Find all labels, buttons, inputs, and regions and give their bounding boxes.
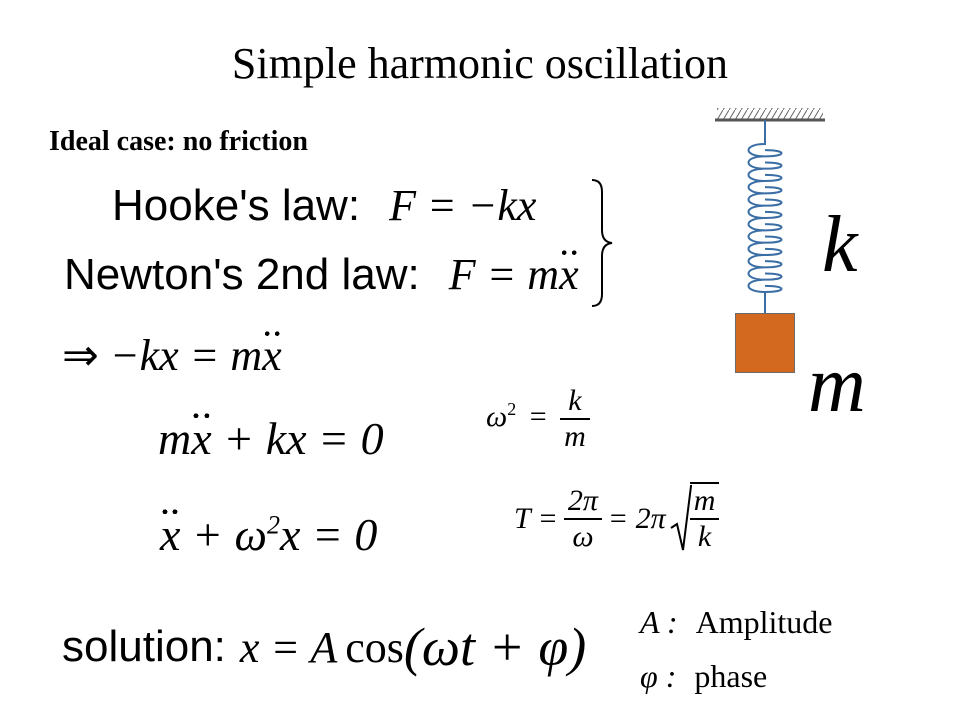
x-double-dot: x	[559, 250, 579, 299]
implication-equation: ⇒ −kx = mx	[62, 330, 282, 381]
omega-num: k	[568, 384, 582, 417]
omega-den: m	[564, 420, 586, 453]
implication-expr: −kx = m	[98, 331, 263, 380]
eq1-rest: + kx = 0	[211, 413, 384, 464]
mass-block	[735, 313, 795, 373]
sqrt-sign-icon	[670, 485, 692, 551]
spring-icon	[715, 108, 825, 314]
period-num1: 2π	[567, 484, 598, 517]
period-equation: T = 2π ω = 2π m k	[514, 482, 720, 554]
newtons-law-equation: Newton's 2nd law: F = mx	[64, 249, 579, 300]
eq2-rest: x = 0	[279, 509, 378, 560]
solution-equation: solution: x = A cos (ωt + φ)	[62, 616, 586, 678]
omega-eq: =	[529, 399, 547, 433]
legend-phase: φ : phase	[640, 658, 767, 695]
subtitle: Ideal case: no friction	[49, 126, 308, 157]
solution-cos: cos	[345, 622, 404, 672]
eq2-omega: + ω	[180, 509, 267, 560]
period-num2: m	[693, 484, 716, 517]
period-lhs: T =	[514, 502, 558, 535]
legend-amplitude: A : Amplitude	[640, 604, 833, 641]
legend-symbol-phi: φ :	[640, 658, 677, 694]
hookes-law-rhs: = −kx	[426, 181, 537, 230]
hookes-law-label: Hooke's law:	[112, 181, 361, 230]
solution-paren: (ωt + φ)	[403, 617, 587, 677]
eq1-m: m	[158, 413, 192, 464]
k-over-m-fraction: k m	[560, 384, 590, 454]
legend-symbol-a: A :	[640, 604, 678, 640]
x-double-dot: x	[191, 413, 212, 464]
legend-text-amplitude: Amplitude	[695, 604, 833, 640]
newtons-law-label: Newton's 2nd law:	[64, 250, 420, 299]
hookes-law-equation: Hooke's law: F = −kx	[112, 180, 536, 231]
omega-sup: 2	[507, 398, 517, 419]
equation-of-motion: mx + kx = 0	[158, 412, 384, 465]
spring-constant-label: k	[822, 201, 858, 289]
2pi-over-omega-fraction: 2π ω	[563, 484, 602, 554]
period-den2: k	[697, 520, 712, 553]
eq2-sup: 2	[266, 510, 280, 540]
x-double-dot: x	[262, 331, 282, 380]
omega-definition: ω2 = k m	[486, 384, 590, 454]
solution-expr: x = A	[239, 622, 338, 672]
x-double-dot: x	[160, 509, 181, 560]
omega-lhs: ω	[486, 399, 508, 433]
period-den1: ω	[572, 520, 594, 553]
m-over-k-fraction: m k	[689, 482, 720, 554]
newtons-law-rhs: = m	[486, 250, 560, 299]
mass-label: m	[808, 341, 866, 429]
implies-arrow-icon: ⇒	[62, 331, 99, 380]
newtons-law-lhs: F	[448, 250, 476, 299]
legend-text-phase: phase	[694, 658, 768, 694]
solution-label: solution:	[62, 622, 226, 671]
right-brace	[591, 179, 613, 307]
page-title: Simple harmonic oscillation	[231, 39, 729, 88]
hookes-law-lhs: F	[389, 181, 416, 230]
period-eq2: = 2π	[607, 502, 666, 535]
normalized-equation: x + ω2x = 0	[160, 508, 377, 561]
